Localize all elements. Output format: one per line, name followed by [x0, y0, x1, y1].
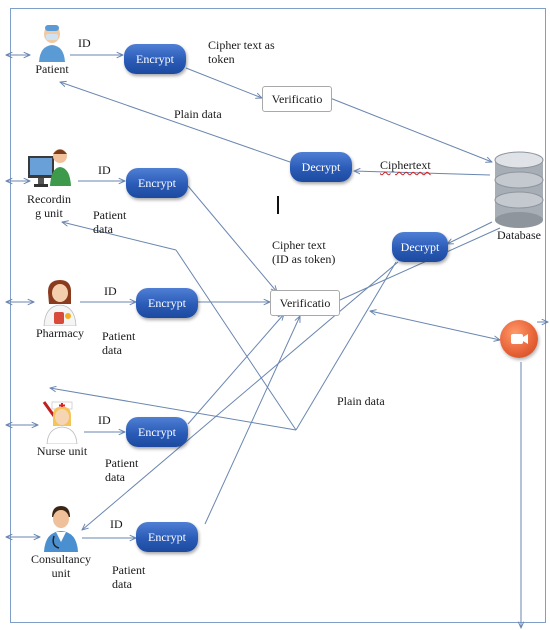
patient-label: Patient — [35, 62, 69, 76]
encrypt-button-nurse[interactable]: Encrypt — [126, 417, 188, 447]
consultancy-unit-label: Consultancy unit — [31, 552, 91, 580]
id-label-consultancy: ID — [110, 517, 123, 531]
database-to-decrypt2 — [447, 221, 493, 244]
id-label-patient: ID — [78, 36, 91, 50]
decrypt2-to-consultancy — [82, 261, 399, 530]
ciphertext-label: Ciphertext — [380, 158, 431, 172]
plain-to-pharmacy — [50, 388, 297, 431]
consultancy-unit-actor: Consultancy unit — [26, 504, 96, 580]
id-label-pharmacy: ID — [104, 284, 117, 298]
database-label: Database — [497, 228, 541, 242]
plain-data-label-2: Plain data — [337, 394, 385, 408]
frame-border-right — [545, 8, 546, 622]
plain-data-label-1: Plain data — [174, 107, 222, 121]
encrypt-button-recording[interactable]: Encrypt — [126, 168, 188, 198]
verify1-to-database — [329, 97, 492, 162]
patient-data-label-4: Patient data — [112, 563, 146, 591]
patient-data-label-1: Patient data — [93, 208, 127, 236]
text-cursor — [277, 196, 279, 214]
recording-unit-label: Recordin g unit — [27, 192, 71, 220]
frame-border-bottom — [10, 622, 546, 623]
cipher-text-id-token-label: Cipher text (ID as token) — [272, 238, 336, 266]
decrypt2-stem — [295, 261, 397, 431]
pharmacist-icon — [43, 280, 77, 326]
encrypt2-to-verify2 — [187, 185, 277, 292]
encrypt1-to-verify1 — [185, 67, 262, 98]
patient-actor: Patient — [30, 22, 74, 76]
nurse-unit-actor: Nurse unit — [34, 400, 90, 458]
verify2-to-alert — [370, 311, 500, 340]
verification-box-1[interactable]: Verificatio — [262, 86, 332, 112]
patient-data-label-2: Patient data — [102, 329, 136, 357]
plain-to-recording-b — [62, 222, 177, 251]
encrypt-button-pharmacy[interactable]: Encrypt — [136, 288, 198, 318]
camera-glyph — [511, 334, 528, 344]
cipher-text-token-label: Cipher text as token — [208, 38, 275, 66]
database-to-decrypt1 — [354, 171, 491, 176]
decrypt1-plain-to-patient — [60, 82, 291, 163]
video-alert-icon[interactable] — [500, 320, 538, 358]
desktop-computer-icon — [28, 149, 71, 187]
encrypt4-to-verify2 — [187, 314, 284, 425]
pharmacy-label: Pharmacy — [36, 326, 84, 340]
frame-border-left — [10, 8, 11, 622]
verification-box-2[interactable]: Verificatio — [270, 290, 340, 316]
frame-border-top — [10, 8, 546, 9]
database-icon — [494, 151, 544, 228]
patient-icon — [39, 25, 65, 62]
id-label-recording: ID — [98, 163, 111, 177]
recording-unit-actor: Recordin g unit — [24, 146, 74, 220]
database-actor: Database — [488, 150, 550, 242]
nurse-icon — [42, 401, 78, 444]
encrypt5-to-verify2 — [204, 316, 300, 525]
nurse-unit-label: Nurse unit — [36, 444, 88, 458]
decrypt-button-1[interactable]: Decrypt — [290, 152, 352, 182]
patient-data-label-3: Patient data — [105, 456, 139, 484]
pharmacy-actor: Pharmacy — [30, 278, 90, 340]
decrypt-button-2[interactable]: Decrypt — [392, 232, 448, 262]
doctor-icon — [44, 506, 78, 552]
encrypt-button-patient[interactable]: Encrypt — [124, 44, 186, 74]
id-label-nurse: ID — [98, 413, 111, 427]
plain-to-recording — [175, 249, 297, 431]
encrypt-button-consultancy[interactable]: Encrypt — [136, 522, 198, 552]
